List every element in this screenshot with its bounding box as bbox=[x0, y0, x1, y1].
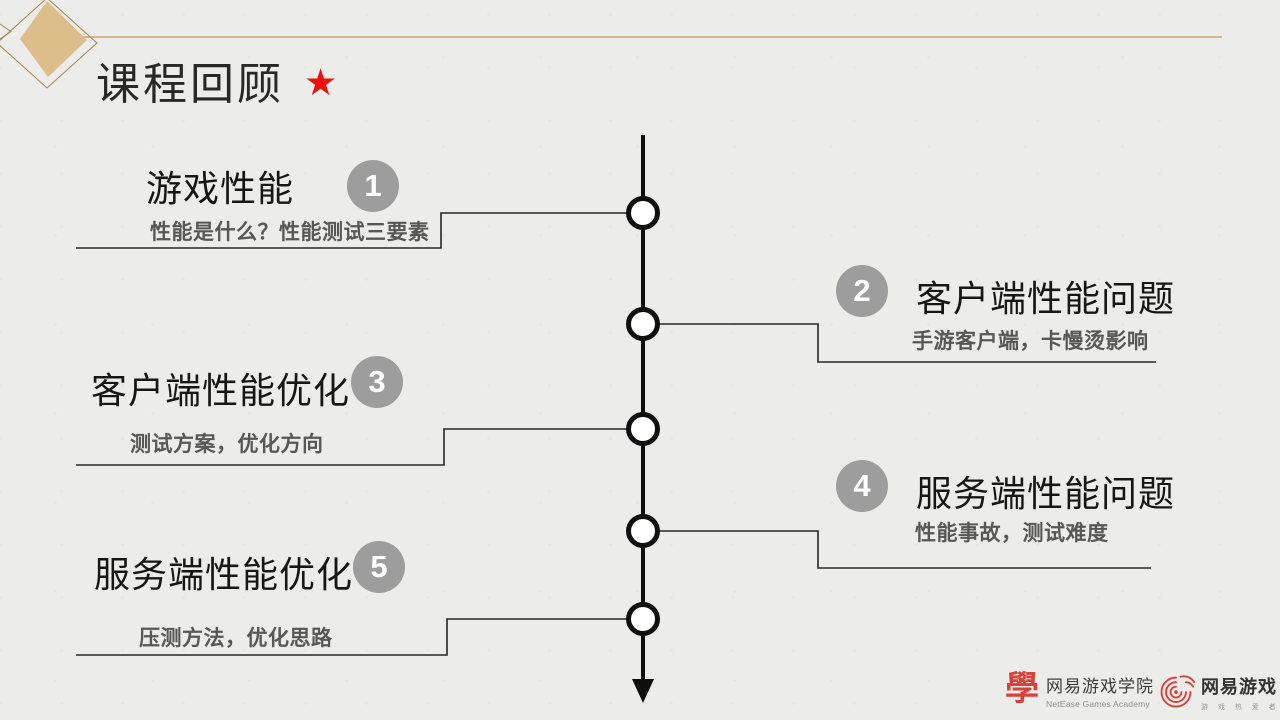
timeline-item-3-title: 客户端性能优化 bbox=[91, 370, 351, 411]
timeline-item-4-number-badge: 4 bbox=[836, 460, 888, 512]
header-decoration bbox=[0, 0, 1222, 89]
timeline-node-4 bbox=[626, 514, 660, 548]
connector-item-3 bbox=[76, 428, 627, 466]
timeline-node-5 bbox=[626, 602, 660, 636]
page-title: 课程回顾 ★ bbox=[96, 48, 337, 112]
connector-item-1 bbox=[76, 212, 627, 249]
timeline-item-3-subtitle: 测试方案，优化方向 bbox=[130, 433, 324, 456]
timeline-item-1-number-badge: 1 bbox=[347, 160, 399, 212]
timeline-node-3 bbox=[626, 412, 660, 446]
timeline-item-5-title: 服务端性能优化 bbox=[94, 554, 354, 595]
timeline-node-2 bbox=[626, 307, 660, 341]
timeline-item-2-number-badge: 2 bbox=[836, 265, 888, 317]
timeline-item-5-subtitle: 压测方法，优化思路 bbox=[139, 627, 333, 650]
academy-name-en: NetEase Games Academy bbox=[1046, 698, 1150, 709]
connector-item-2 bbox=[659, 323, 1156, 363]
netease-games-logo: 网易游戏 游 戏 热 爱 者 bbox=[1156, 673, 1280, 712]
timeline-item-1-subtitle: 性能是什么？性能测试三要素 bbox=[150, 221, 430, 244]
timeline-item-2-title: 客户端性能问题 bbox=[916, 278, 1176, 319]
timeline-item-4-title: 服务端性能问题 bbox=[916, 473, 1176, 514]
outline-diamond-shape bbox=[0, 0, 98, 89]
netease-tagline: 游 戏 热 爱 者 bbox=[1201, 704, 1280, 711]
page-title-text: 课程回顾 bbox=[96, 60, 284, 109]
timeline-item-2-subtitle: 手游客户端，卡慢烫影响 bbox=[912, 330, 1149, 353]
academy-seal-icon: 學 bbox=[1005, 671, 1039, 708]
timeline-node-1 bbox=[626, 196, 660, 230]
star-icon: ★ bbox=[304, 62, 338, 103]
netease-name-cn: 网易游戏 bbox=[1201, 677, 1277, 697]
timeline-item-1-title: 游戏性能 bbox=[146, 168, 295, 209]
edge-triangle-shape bbox=[0, 23, 12, 40]
timeline-item-4-subtitle: 性能事故，测试难度 bbox=[915, 522, 1109, 545]
academy-name-cn: 网易游戏学院 bbox=[1046, 676, 1154, 696]
timeline-arrowhead-icon bbox=[632, 679, 654, 703]
netease-swirl-icon bbox=[1160, 674, 1196, 707]
netease-academy-logo: 學 网易游戏学院 NetEase Games Academy bbox=[1005, 671, 1154, 709]
connector-item-5 bbox=[76, 618, 627, 656]
connector-item-4 bbox=[659, 530, 1151, 569]
timeline-item-5-number-badge: 5 bbox=[353, 541, 405, 593]
gold-diamond-shape bbox=[20, 1, 87, 77]
timeline-item-3-number-badge: 3 bbox=[351, 356, 403, 408]
